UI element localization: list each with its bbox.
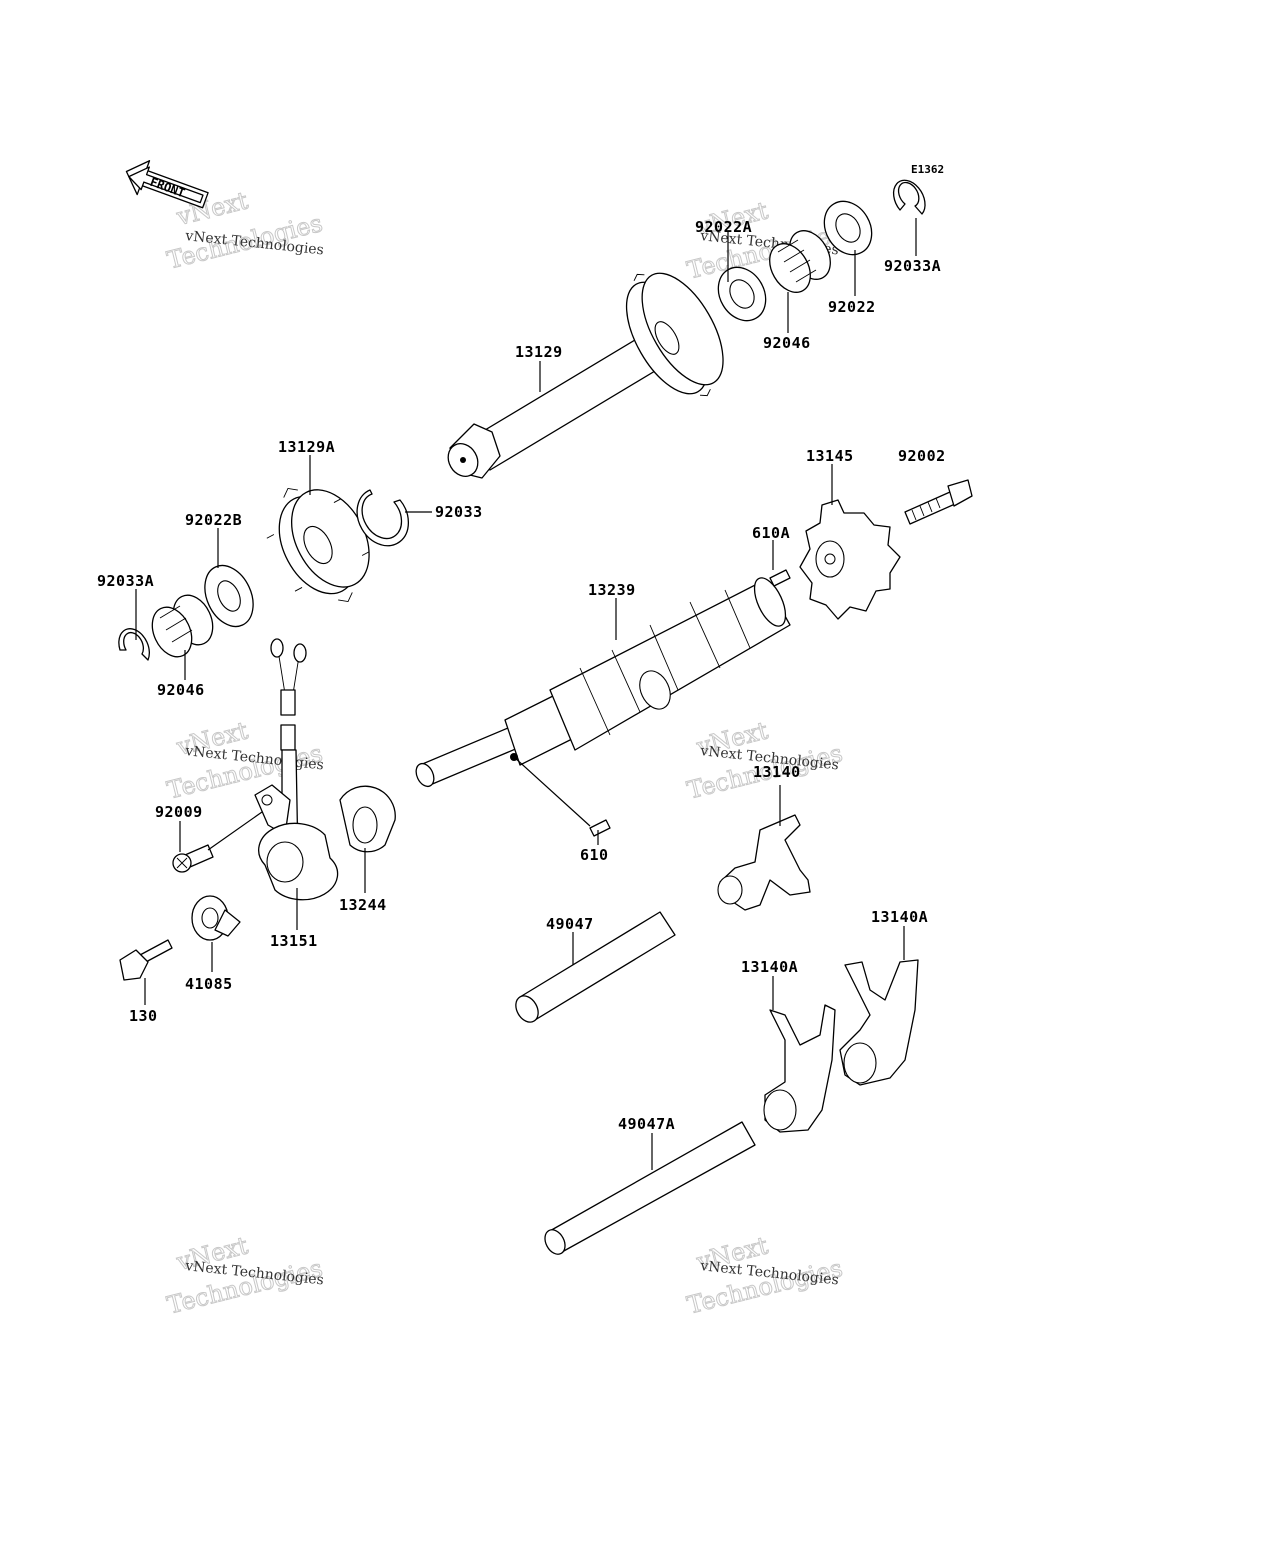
- label-13140: 13140: [753, 763, 801, 781]
- label-13239: 13239: [588, 581, 636, 599]
- gear-13129a: [266, 487, 370, 603]
- washer-92022: [823, 200, 873, 256]
- label-49047: 49047: [546, 915, 594, 933]
- label-610: 610: [580, 846, 609, 864]
- label-13151: 13151: [270, 932, 318, 950]
- label-13145: 13145: [806, 447, 854, 465]
- label-92046-top: 92046: [763, 334, 811, 352]
- shift-shaft-13151: [254, 638, 339, 901]
- label-92022a: 92022A: [695, 218, 752, 236]
- label-13129a: 13129A: [278, 438, 335, 456]
- pin-610: [589, 819, 611, 837]
- spring-41085: [191, 895, 241, 941]
- label-92022: 92022: [828, 298, 876, 316]
- shift-fork-13140a-left: [763, 1004, 836, 1133]
- label-92046-left: 92046: [157, 681, 205, 699]
- label-92009: 92009: [155, 803, 203, 821]
- leader-lines: [135, 218, 917, 1170]
- bolt-92002: [904, 479, 973, 525]
- bolt-130: [119, 939, 173, 981]
- label-92033a-top: 92033A: [884, 257, 941, 275]
- label-92002: 92002: [898, 447, 946, 465]
- rod-49047a: [544, 1121, 756, 1255]
- label-610a: 610A: [752, 524, 790, 542]
- shift-fork-13140a-right: [839, 959, 919, 1086]
- washer-92022a: [717, 266, 767, 322]
- pin-610a: [769, 569, 791, 587]
- label-92022b: 92022B: [185, 511, 242, 529]
- bearing-92046-top: [769, 230, 831, 293]
- washer-92022b: [204, 564, 254, 628]
- shift-drum-13239: [415, 577, 791, 788]
- label-13140a-left: 13140A: [741, 958, 798, 976]
- label-13244: 13244: [339, 896, 387, 914]
- label-13140a-right: 13140A: [871, 908, 928, 926]
- label-41085: 41085: [185, 975, 233, 993]
- circlip-92033a-top: [892, 179, 926, 215]
- label-92033: 92033: [435, 503, 483, 521]
- shaft-13129: [447, 272, 724, 479]
- collar-13244: [339, 785, 396, 853]
- label-49047a: 49047A: [618, 1115, 675, 1133]
- circlip-92033: [356, 489, 409, 547]
- part-labels: 13129 92022A 92046 92022 92033A 13129A 9…: [97, 218, 946, 1133]
- rod-49047: [515, 911, 676, 1023]
- shift-cam-13145: [799, 499, 901, 620]
- diagram-code: E1362: [911, 163, 944, 176]
- bolt-92009: [172, 844, 214, 873]
- label-13129: 13129: [515, 343, 563, 361]
- bearing-92046-left: [151, 594, 214, 658]
- shift-fork-13140: [717, 814, 811, 911]
- circlip-92033a-left: [118, 628, 150, 661]
- label-92033a-left: 92033A: [97, 572, 154, 590]
- label-130: 130: [129, 1007, 158, 1025]
